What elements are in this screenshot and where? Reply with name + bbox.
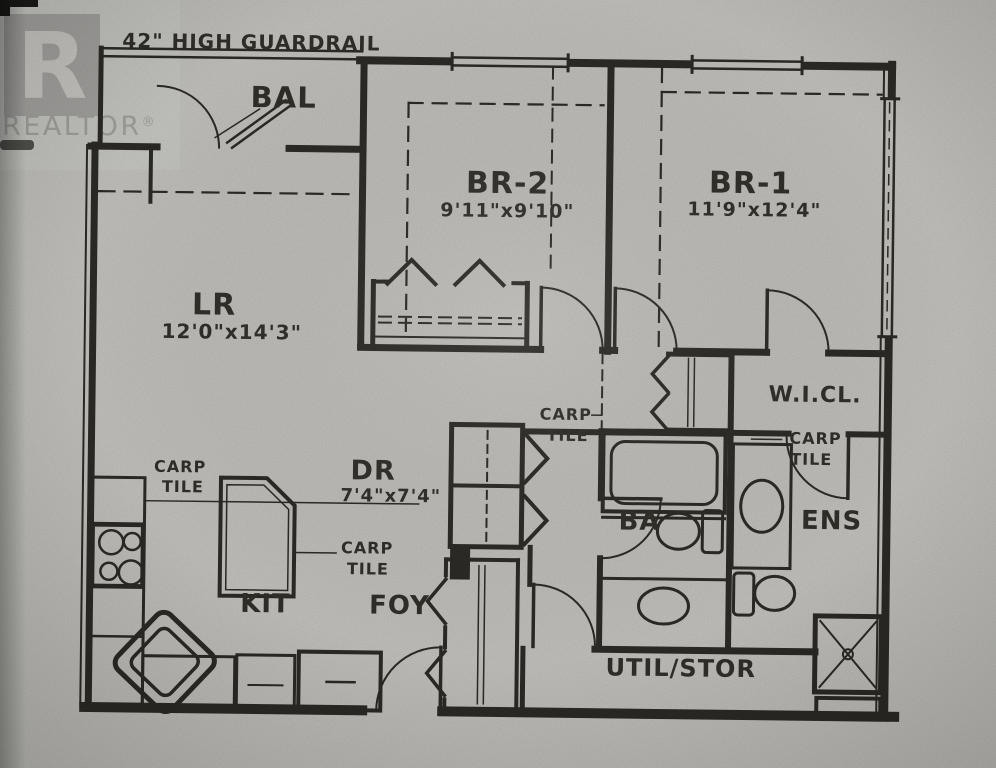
floor-plan: R REALTOR® <box>0 0 996 768</box>
scan-artifacts <box>0 0 996 768</box>
scanned-floorplan-photo: R REALTOR® <box>0 0 996 768</box>
